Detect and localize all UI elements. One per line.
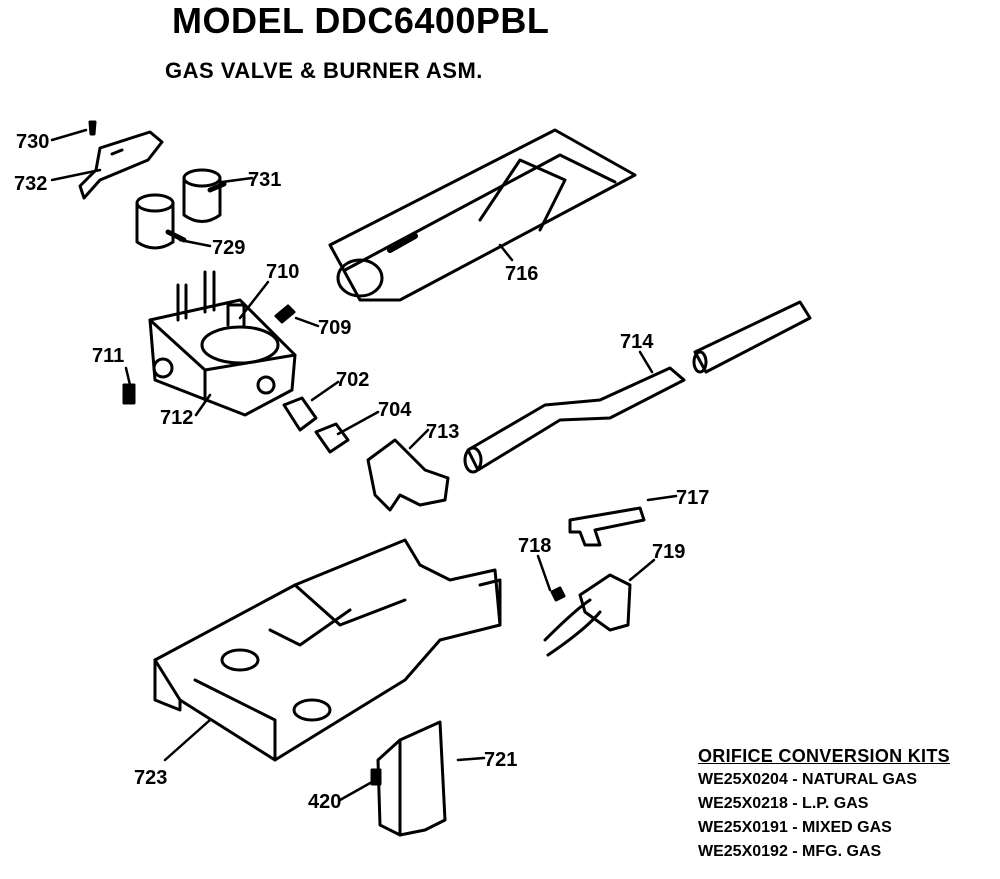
label-716: 716 (505, 263, 538, 285)
part-717-screw (568, 506, 646, 547)
leader-lines (50, 128, 678, 802)
part-704-nut (314, 422, 350, 454)
part-729-coil (135, 193, 187, 250)
part-713-elbow (366, 438, 450, 512)
label-732: 732 (14, 173, 47, 195)
label-718: 718 (518, 535, 551, 557)
part-721-shield (376, 720, 447, 837)
kit-item: WE25X0204 - NATURAL GAS (698, 771, 918, 788)
label-702: 702 (336, 369, 369, 391)
label-713: 713 (426, 421, 459, 443)
part-723-bracket-plate (153, 538, 502, 762)
part-420-screw (370, 768, 382, 786)
label-712: 712 (160, 407, 193, 429)
kits-heading: ORIFICE CONVERSION KITS (698, 746, 950, 766)
label-711: 711 (92, 345, 124, 367)
label-729: 729 (212, 237, 245, 259)
part-730-screw (88, 120, 97, 136)
kit-item: WE25X0192 - MFG. GAS (698, 843, 882, 860)
label-704: 704 (378, 399, 412, 421)
label-723: 723 (134, 767, 167, 789)
part-labels: 730 732 731 729 710 709 711 712 702 704 … (14, 131, 709, 813)
model-title: MODEL DDC6400PBL (172, 0, 550, 41)
assembly-subtitle: GAS VALVE & BURNER ASM. (165, 58, 483, 83)
label-730: 730 (16, 131, 49, 153)
label-710: 710 (266, 261, 299, 283)
kit-item: WE25X0218 - L.P. GAS (698, 795, 869, 812)
kit-item: WE25X0191 - MIXED GAS (698, 819, 892, 836)
part-tube (692, 300, 812, 374)
label-709: 709 (318, 317, 351, 339)
label-721: 721 (484, 749, 517, 771)
part-732-bracket (78, 130, 164, 200)
label-420: 420 (308, 791, 341, 813)
part-712-valve-body (148, 270, 297, 417)
orifice-conversion-kits: ORIFICE CONVERSION KITS WE25X0204 - NATU… (698, 744, 994, 864)
part-719-igniter (578, 573, 632, 632)
part-731-coil (182, 168, 227, 223)
part-711-screw (122, 383, 136, 405)
label-714: 714 (620, 331, 654, 353)
part-709-orifice (274, 304, 296, 324)
part-714-pipe (463, 366, 686, 474)
label-731: 731 (248, 169, 281, 191)
part-702-fitting (282, 396, 318, 432)
label-717: 717 (676, 487, 709, 509)
label-719: 719 (652, 541, 685, 563)
part-716-burner (328, 128, 637, 302)
part-718-wire (543, 586, 602, 657)
